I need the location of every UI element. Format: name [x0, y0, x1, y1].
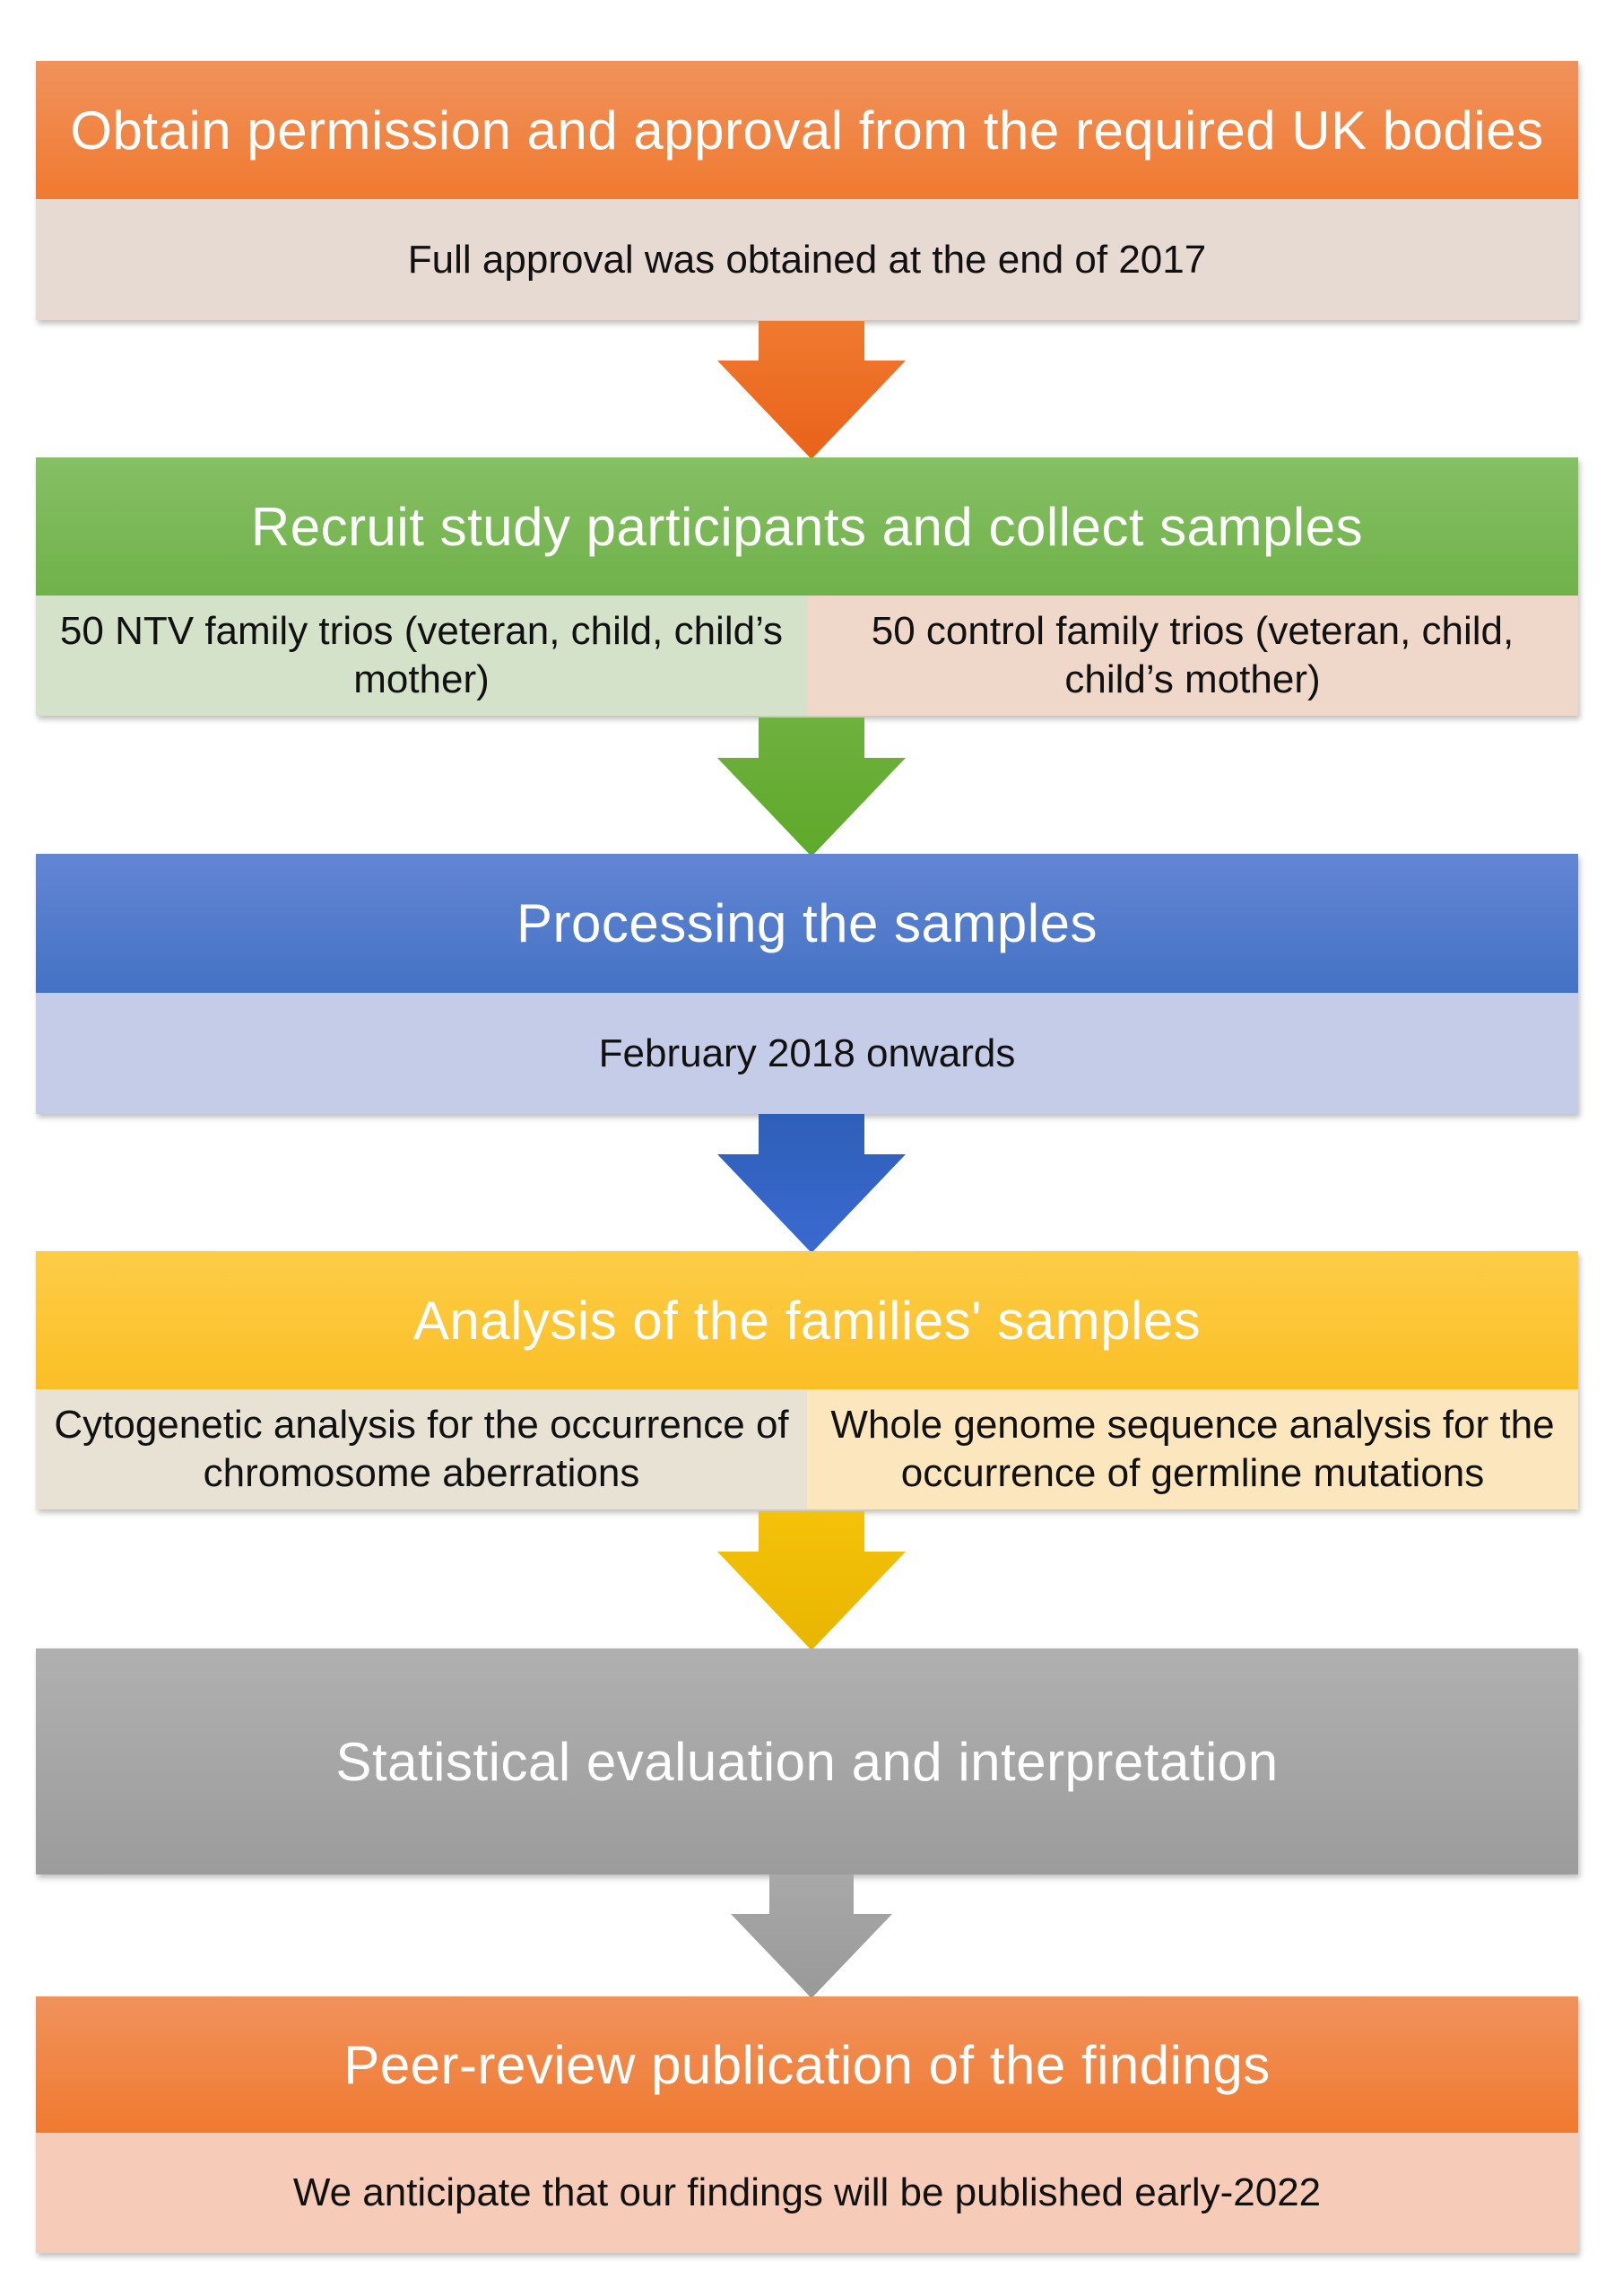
step-publication-title: Peer-review publication of the findings	[36, 1996, 1578, 2133]
arrow-down-icon	[717, 718, 906, 857]
step-recruit: Recruit study participants and collect s…	[36, 457, 1578, 716]
step-processing: Processing the samples February 2018 onw…	[36, 854, 1578, 1114]
step-approval-title: Obtain permission and approval from the …	[36, 61, 1578, 199]
step-publication: Peer-review publication of the findings …	[36, 1996, 1578, 2253]
ntv-trios-box: 50 NTV family trios (veteran, child, chi…	[36, 596, 807, 716]
arrow-down-icon	[731, 1874, 892, 1998]
step-processing-title: Processing the samples	[36, 854, 1578, 993]
step-recruit-title: Recruit study participants and collect s…	[36, 457, 1578, 596]
control-trios-box: 50 control family trios (veteran, child,…	[807, 596, 1578, 716]
step-processing-detail: February 2018 onwards	[36, 993, 1578, 1114]
arrow-down-icon	[717, 1114, 906, 1253]
arrow-down-icon	[717, 1511, 906, 1650]
genome-sequence-box: Whole genome sequence analysis for the o…	[807, 1389, 1578, 1509]
step-statistics-title: Statistical evaluation and interpretatio…	[36, 1648, 1578, 1874]
step-analysis-title: Analysis of the families' samples	[36, 1251, 1578, 1389]
step-publication-detail: We anticipate that our findings will be …	[36, 2133, 1578, 2253]
step-approval-detail: Full approval was obtained at the end of…	[36, 199, 1578, 320]
step-approval: Obtain permission and approval from the …	[36, 61, 1578, 320]
arrow-down-icon	[717, 321, 906, 459]
step-analysis: Analysis of the families' samples Cytoge…	[36, 1251, 1578, 1509]
cytogenetic-analysis-box: Cytogenetic analysis for the occurrence …	[36, 1389, 807, 1509]
step-statistics: Statistical evaluation and interpretatio…	[36, 1648, 1578, 1874]
